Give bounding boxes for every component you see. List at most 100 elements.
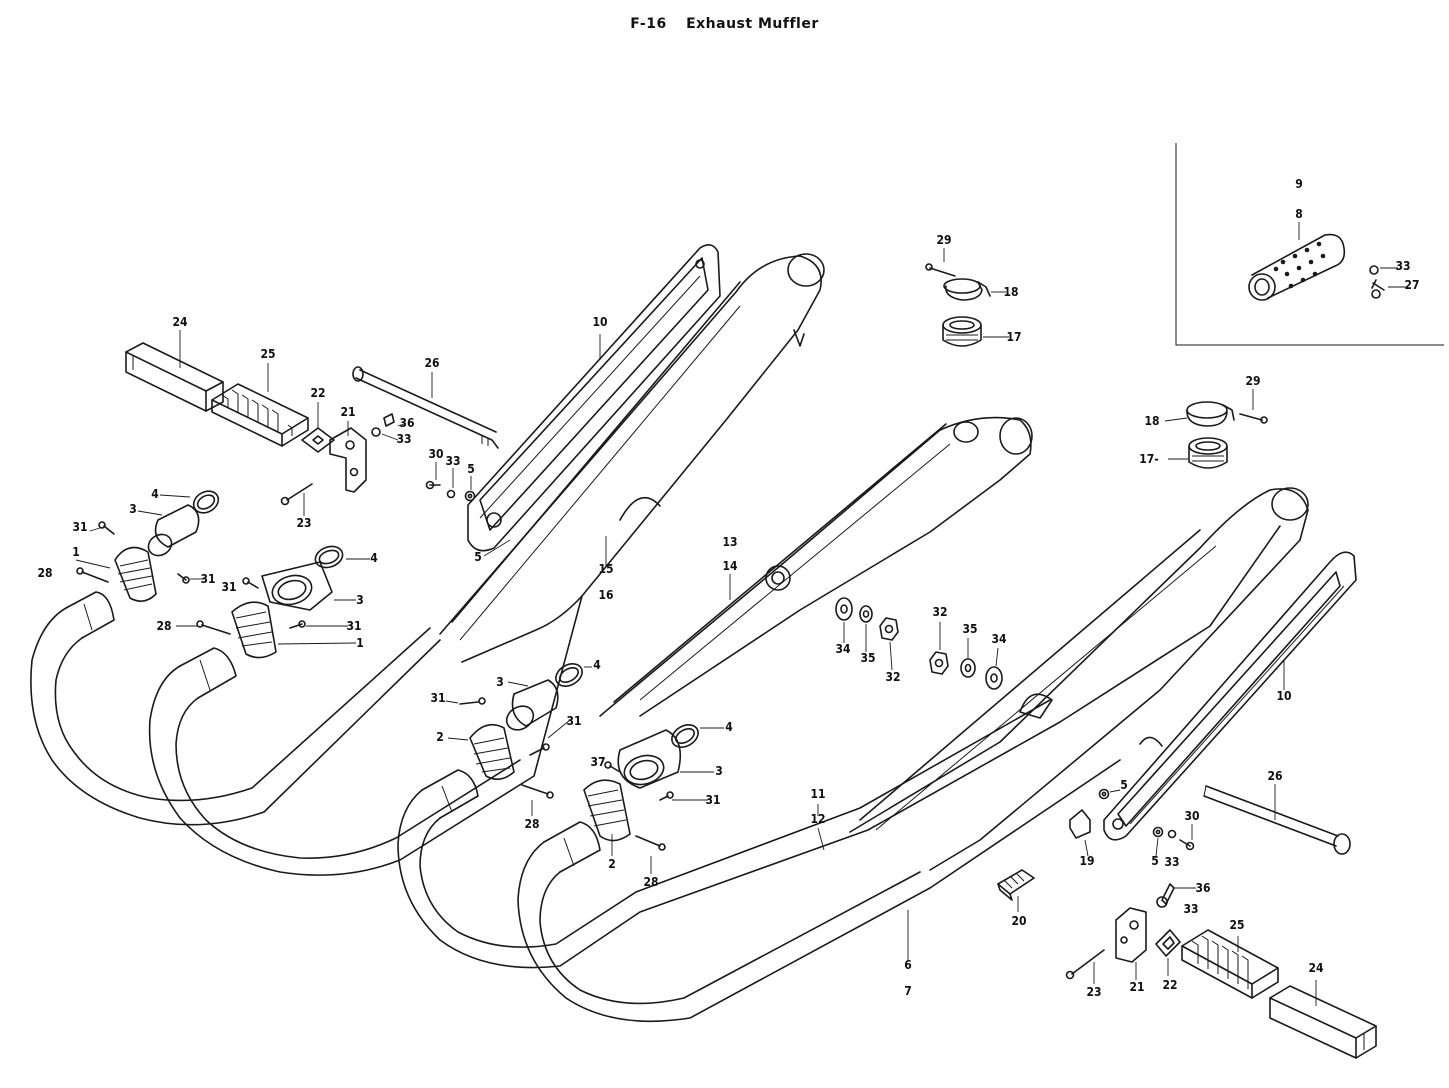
part-number-14: 14 (722, 559, 738, 573)
part-number-31f: 31 (566, 714, 581, 728)
part-number-25b: 25 (1229, 918, 1244, 932)
part-number-18b: 18 (1144, 414, 1159, 428)
part-number-18a: 18 (1003, 285, 1018, 299)
footpeg-plate-left (301, 402, 335, 453)
part-number-13: 13 (722, 535, 737, 549)
part-number-32b: 32 (932, 605, 947, 619)
exhaust-flange-left-2 (176, 577, 357, 659)
part-number-5a: 5 (467, 462, 475, 476)
footpeg-rubber-right (1181, 929, 1279, 999)
part-number-35b: 35 (962, 622, 977, 636)
muffler-right-upper (599, 416, 1033, 717)
footpeg-bolt-right (1065, 949, 1105, 984)
muffler-protector-right (1103, 551, 1357, 841)
part-number-1a: 1 (72, 545, 80, 559)
part-number-5c: 5 (1120, 778, 1128, 792)
exhaust-pipe-left-2 (148, 595, 583, 876)
part-number-4b: 4 (370, 551, 378, 565)
part-number-10a: 10 (592, 315, 607, 329)
exhaust-flange-left-1 (75, 521, 204, 602)
part-number-31c: 31 (221, 580, 236, 594)
part-number-36a: 36 (399, 416, 414, 430)
muffler-right-lower (817, 487, 1309, 871)
part-number-22b: 22 (1162, 978, 1177, 992)
part-number-33d: 33 (1164, 855, 1179, 869)
muffler-gasket-upper (942, 316, 1009, 347)
figure-code: F-16 (630, 16, 667, 32)
part-number-32a: 32 (885, 670, 900, 684)
part-number-33e: 33 (1183, 902, 1198, 916)
part-number-11: 11 (810, 787, 825, 801)
part-number-20: 20 (1011, 914, 1026, 928)
part-number-36b: 36 (1195, 881, 1210, 895)
footpeg-hardware-right (1069, 788, 1196, 908)
part-number-33c: 33 (445, 454, 460, 468)
muffler-clamp-upper (925, 248, 1006, 301)
part-number-4d: 4 (725, 720, 733, 734)
part-number-4c: 4 (593, 658, 601, 672)
part-number-31e: 31 (430, 691, 445, 705)
part-number-35a: 35 (860, 651, 875, 665)
footpeg-left (125, 330, 224, 412)
part-number-28a: 28 (37, 566, 52, 580)
part-number-22a: 22 (310, 386, 325, 400)
part-number-31d: 31 (346, 619, 361, 633)
joint-collar-left-2 (261, 545, 370, 611)
exhaust-flange-right-2 (583, 761, 708, 874)
exhaust-pipe-right-1 (397, 525, 1281, 969)
part-number-21a: 21 (340, 405, 355, 419)
part-number-30b: 30 (1184, 809, 1199, 823)
muffler-clamp-lower (1164, 389, 1268, 427)
part-number-8: 8 (1295, 207, 1303, 221)
joint-collar-right-1 (505, 663, 592, 731)
part-number-2a: 2 (436, 730, 444, 744)
muffler-left-outer (439, 253, 825, 663)
part-number-28b: 28 (156, 619, 171, 633)
footpeg-bracket-left (329, 421, 367, 493)
part-number-30a: 30 (428, 447, 443, 461)
part-number-31g: 31 (705, 793, 720, 807)
part-number-19: 19 (1079, 854, 1094, 868)
footpeg-bolt-left (280, 483, 313, 516)
part-number-1b: 1 (356, 636, 364, 650)
exhaust-pipe-left-1 (30, 591, 441, 826)
part-number-28c: 28 (524, 817, 539, 831)
part-number-37: 37 (590, 755, 605, 769)
part-number-7: 7 (904, 984, 912, 998)
footpeg-right (1269, 980, 1377, 1059)
figure-title: Exhaust Muffler (686, 16, 819, 32)
footpeg-bracket-right (1115, 907, 1147, 980)
part-number-29b: 29 (1245, 374, 1260, 388)
part-number-24a: 24 (172, 315, 188, 329)
part-number-33b: 33 (396, 432, 411, 446)
part-number-3d: 3 (715, 764, 723, 778)
part-number-25a: 25 (260, 347, 275, 361)
part-number-34b: 34 (991, 632, 1007, 646)
part-number-9: 9 (1295, 177, 1303, 191)
part-number-3b: 3 (356, 593, 364, 607)
part-number-3c: 3 (496, 675, 504, 689)
exhaust-pipe-right-2 (517, 759, 1121, 1023)
joint-collar-left-1 (137, 490, 220, 557)
baffle-tube (1248, 222, 1346, 301)
part-number-31a: 31 (72, 520, 87, 534)
part-number-2b: 2 (608, 857, 616, 871)
mount-washers-right (929, 622, 1003, 690)
part-number-26a: 26 (424, 356, 439, 370)
part-number-29a: 29 (936, 233, 951, 247)
footpeg-hardware-left (371, 413, 476, 502)
part-number-28d: 28 (643, 875, 658, 889)
diagram-title: F-16 Exhaust Muffler (0, 16, 1449, 32)
part-number-26b: 26 (1267, 769, 1282, 783)
part-number-5d: 5 (1151, 854, 1159, 868)
part-number-17b: 17- (1139, 452, 1159, 466)
joint-collar-right-2 (617, 724, 724, 789)
part-number-16: 16 (598, 588, 613, 602)
part-number-23a: 23 (296, 516, 311, 530)
muffler-protector-left (467, 244, 721, 552)
part-number-3a: 3 (129, 502, 137, 516)
footpeg-shaft-right (1203, 784, 1351, 855)
